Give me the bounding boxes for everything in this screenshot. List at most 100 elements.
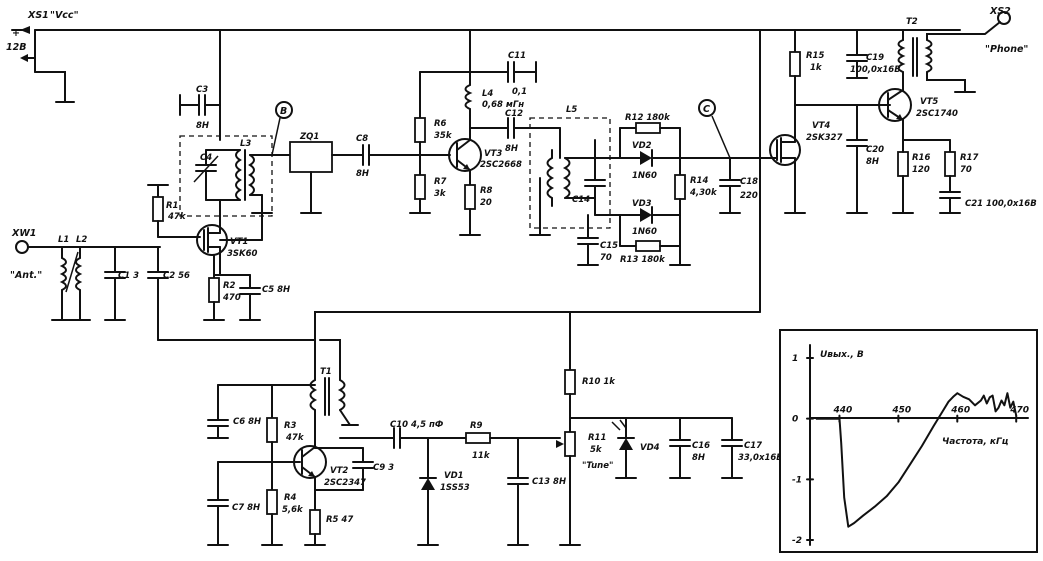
r11-value: 5k xyxy=(590,445,603,455)
vt3-type: 2SC2668 xyxy=(480,160,522,170)
c19-label: C19 xyxy=(866,53,884,63)
vt2-type: 2SC2347 xyxy=(324,478,366,488)
r15-label: R15 xyxy=(806,51,824,61)
r8-label: R8 xyxy=(480,186,493,196)
r17-label: R17 xyxy=(960,153,978,163)
c11-label: C11 xyxy=(508,51,526,61)
c17-value: 33,0x16В xyxy=(738,453,783,463)
c10-label: C10 4,5 пФ xyxy=(390,420,444,430)
c6-label: C6 8Н xyxy=(233,417,261,427)
r17-value: 70 xyxy=(960,165,972,175)
afc-section: T1 C6 8Н R3 47k C7 8Н R4 5,6k xyxy=(207,311,783,546)
c15-label: C15 xyxy=(600,241,618,251)
chart-frame xyxy=(779,329,1038,553)
c20-value: 8Н xyxy=(866,157,879,167)
c18-label: C18 xyxy=(740,177,758,187)
c3-value: 8Н xyxy=(196,121,209,131)
discriminator: L5 C14 C15 70 R12 180k xyxy=(529,99,771,266)
xs1-ref: XS1 xyxy=(27,10,49,21)
r10-label: R10 1k xyxy=(582,377,616,387)
c21-label: C21 100,0x16В xyxy=(965,199,1037,209)
vcc-rail xyxy=(11,26,961,103)
r15-value: 1k xyxy=(810,63,823,73)
vd1-type: 1SS53 xyxy=(440,483,470,493)
r4-value: 5,6k xyxy=(282,505,304,515)
vt4-type: 2SK327 xyxy=(806,133,842,143)
c19-value: 100,0x16В xyxy=(850,65,901,75)
antenna-input: XW1 "Ant." L1 L2 C1 3 C2 56 xyxy=(10,228,316,341)
r2-value: 470 xyxy=(222,293,241,303)
c3-label: C3 xyxy=(196,85,208,95)
tp-c-label: C xyxy=(703,104,710,115)
r7-value: 3k xyxy=(434,189,447,199)
r12-label: R12 180k xyxy=(625,113,671,123)
xw1-name: "Ant." xyxy=(10,270,42,281)
r9-value: 11k xyxy=(472,451,491,461)
r2-label: R2 xyxy=(223,281,236,291)
c4-label: C4 xyxy=(200,153,212,163)
r9-label: R9 xyxy=(470,421,483,431)
c7-label: C7 8Н xyxy=(232,503,260,513)
vd4-label: VD4 xyxy=(640,443,660,453)
l5-label: L5 xyxy=(566,105,577,115)
vt3-label: VT3 xyxy=(484,149,502,159)
r11-name: "Tune" xyxy=(582,461,613,471)
vt3-stage: R6 35k R7 3k VT3 2SC2668 R8 20 L4 0,68 м… xyxy=(409,29,561,236)
x-tick-label: 450 xyxy=(891,406,911,416)
xs1-connector: XS1 "Vcc" 12В + xyxy=(6,10,79,53)
response-curve xyxy=(815,392,1018,528)
zq1-label: ZQ1 xyxy=(299,132,319,142)
xs1-name: "Vcc" xyxy=(50,10,79,21)
chart-series xyxy=(815,392,1018,528)
vt4-label: VT4 xyxy=(812,121,830,131)
xs1-voltage: 12В xyxy=(6,42,26,53)
vt5-label: VT5 xyxy=(920,97,938,107)
vt1-type: 3SK60 xyxy=(227,249,258,259)
vd2-label: VD2 xyxy=(632,141,652,151)
chart-y-ticks: 10-1-2 xyxy=(792,354,814,546)
c8-label: C8 xyxy=(356,134,368,144)
y-tick-label: -1 xyxy=(792,475,802,485)
r8-value: 20 xyxy=(480,198,492,208)
chart-ylabel: Uвых., В xyxy=(820,350,864,360)
r14-value: 4,30k xyxy=(689,188,718,198)
r16-value: 120 xyxy=(912,165,930,175)
l1-label: L1 xyxy=(58,235,69,245)
x-tick-label: 470 xyxy=(1009,406,1029,416)
vt5-type: 2SC1740 xyxy=(916,109,958,119)
vd3-label: VD3 xyxy=(632,199,652,209)
r3-value: 47k xyxy=(285,433,305,443)
chart-xlabel: Частота, кГц xyxy=(942,437,1009,447)
c9-label: C9 3 xyxy=(373,463,394,473)
vd3-type: 1N60 xyxy=(632,227,657,237)
c12-label: C12 xyxy=(505,109,523,119)
vd2-type: 1N60 xyxy=(632,171,657,181)
xs2-ref: XS2 xyxy=(989,6,1011,17)
r11-label: R11 xyxy=(588,433,606,443)
y-tick-label: 1 xyxy=(792,354,798,364)
c16-value: 8Н xyxy=(692,453,705,463)
x-tick-label: 440 xyxy=(832,406,852,416)
r6-label: R6 xyxy=(434,119,447,129)
vt1-stage: R1 47k VT1 3SK60 R2 470 C5 8Н xyxy=(147,29,451,321)
c2-label: C2 56 xyxy=(163,271,190,281)
c5-label: C5 8Н xyxy=(262,285,290,295)
vt2-label: VT2 xyxy=(330,466,348,476)
tp-b-label: B xyxy=(280,106,287,117)
r13-label: R13 180k xyxy=(620,255,666,265)
c17-label: C17 xyxy=(744,441,762,451)
c18-value: 220 xyxy=(740,191,758,201)
vd1-label: VD1 xyxy=(444,471,464,481)
c15-value: 70 xyxy=(600,253,612,263)
r7-label: R7 xyxy=(434,177,447,187)
c1-label: C1 3 xyxy=(118,271,139,281)
c14-label: C14 xyxy=(572,195,590,205)
xs2-name: "Phone" xyxy=(985,44,1028,55)
l2-label: L2 xyxy=(76,235,87,245)
xw1-ref: XW1 xyxy=(11,228,36,239)
t2-label: T2 xyxy=(906,17,918,27)
r14-label: R14 xyxy=(690,176,708,186)
l4-value: 0,68 мГн xyxy=(482,100,524,110)
r5-label: R5 47 xyxy=(326,515,353,525)
